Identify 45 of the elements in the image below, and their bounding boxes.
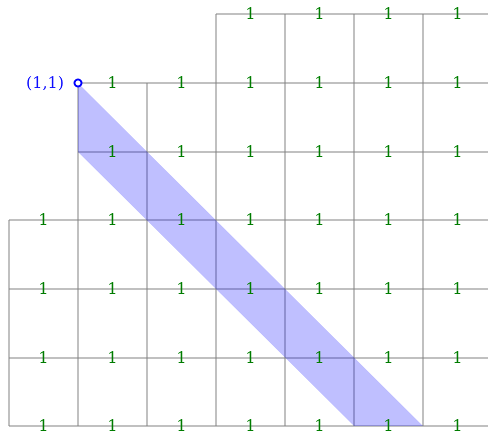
cell-value: 1 — [176, 75, 187, 91]
cell-value: 1 — [107, 144, 118, 160]
cell-value: 1 — [245, 350, 256, 366]
cell-value: 1 — [245, 212, 256, 228]
cell-value: 1 — [383, 75, 394, 91]
cell-value: 1 — [245, 6, 256, 22]
cell-value: 1 — [107, 418, 118, 434]
cell-value: 1 — [452, 6, 463, 22]
cell-value: 1 — [314, 418, 325, 434]
cell-value: 1 — [383, 281, 394, 297]
cell-value: 1 — [452, 418, 463, 434]
cell-value: 1 — [452, 281, 463, 297]
cell-value: 1 — [176, 144, 187, 160]
cell-value: 1 — [452, 350, 463, 366]
cell-value: 1 — [383, 144, 394, 160]
cell-value: 1 — [176, 281, 187, 297]
cell-value: 1 — [107, 212, 118, 228]
cell-value: 1 — [452, 75, 463, 91]
cell-value: 1 — [452, 212, 463, 228]
cell-value: 1 — [107, 281, 118, 297]
cell-value: 1 — [314, 350, 325, 366]
cell-value: 1 — [176, 418, 187, 434]
cell-value: 1 — [245, 418, 256, 434]
cell-value: 1 — [314, 281, 325, 297]
cell-value: 1 — [452, 144, 463, 160]
cell-value: 1 — [176, 350, 187, 366]
cell-value: 1 — [383, 212, 394, 228]
cell-value: 1 — [314, 75, 325, 91]
cell-value: 1 — [245, 75, 256, 91]
cell-value: 1 — [38, 418, 49, 434]
cell-value: 1 — [176, 212, 187, 228]
cell-value: 1 — [107, 350, 118, 366]
cell-value: 1 — [314, 6, 325, 22]
cell-value: 1 — [245, 281, 256, 297]
cell-value: 1 — [38, 281, 49, 297]
cell-value: 1 — [38, 350, 49, 366]
cell-value: 1 — [245, 144, 256, 160]
cell-value: 1 — [107, 75, 118, 91]
point-label: (1,1) — [26, 75, 64, 91]
cell-value: 1 — [383, 350, 394, 366]
cell-value: 1 — [383, 418, 394, 434]
cell-value: 1 — [314, 212, 325, 228]
cell-value: 1 — [314, 144, 325, 160]
cell-value: 1 — [383, 6, 394, 22]
cell-value: 1 — [38, 212, 49, 228]
